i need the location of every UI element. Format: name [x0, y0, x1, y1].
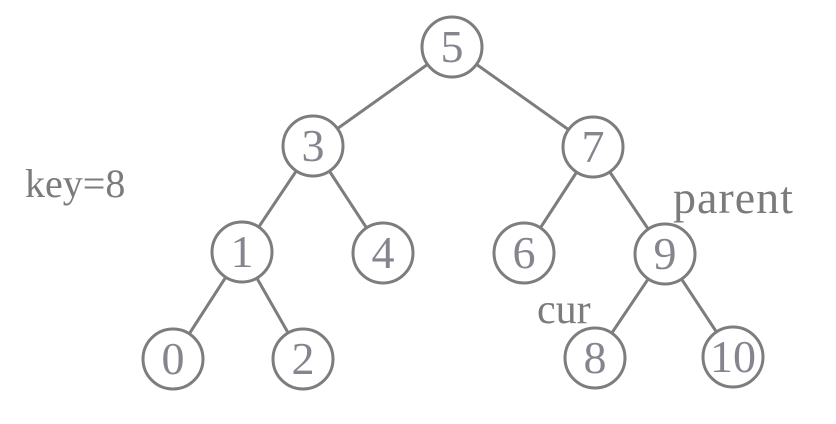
node-circle: [210, 220, 274, 284]
key-annotation: key=8: [25, 161, 125, 206]
node-circle: [351, 221, 415, 285]
node-value: 1: [231, 226, 254, 277]
node-circle: [701, 325, 765, 389]
tree-node: 4: [351, 221, 415, 285]
node-value: 8: [584, 332, 607, 383]
node-value: 6: [513, 227, 536, 278]
node-circle: [281, 114, 345, 178]
node-circle: [420, 15, 484, 79]
tree-node: 10: [701, 325, 765, 389]
cur-annotation: cur: [537, 287, 591, 333]
node-value: 2: [292, 333, 315, 384]
node-circle: [271, 327, 335, 391]
tree-node-cur: 8: [563, 326, 627, 390]
node-value: 3: [302, 120, 325, 171]
tree-node: 3: [281, 114, 345, 178]
tree-node: 2: [271, 327, 335, 391]
node-circle: [633, 222, 697, 286]
node-value: 9: [654, 228, 677, 279]
tree-edges: [171, 45, 735, 361]
node-value: 7: [582, 121, 605, 172]
parent-annotation: parent: [673, 172, 794, 223]
tree-node: 6: [492, 221, 556, 285]
tree-node: 7: [561, 115, 625, 179]
node-circle: [141, 327, 205, 391]
node-value: 5: [441, 21, 464, 72]
node-value: 0: [162, 333, 185, 384]
node-circle: [563, 326, 627, 390]
node-value: 4: [372, 227, 395, 278]
tree-nodes: 5 3 7 1 4 6 9: [141, 15, 765, 391]
tree-node: 1: [210, 220, 274, 284]
tree-node: 0: [141, 327, 205, 391]
node-circle: [492, 221, 556, 285]
tree-node-parent: 9: [633, 222, 697, 286]
tree-node-root: 5: [420, 15, 484, 79]
node-value: 10: [710, 331, 756, 382]
node-circle: [561, 115, 625, 179]
annotations: key=8 parent cur: [25, 161, 794, 333]
